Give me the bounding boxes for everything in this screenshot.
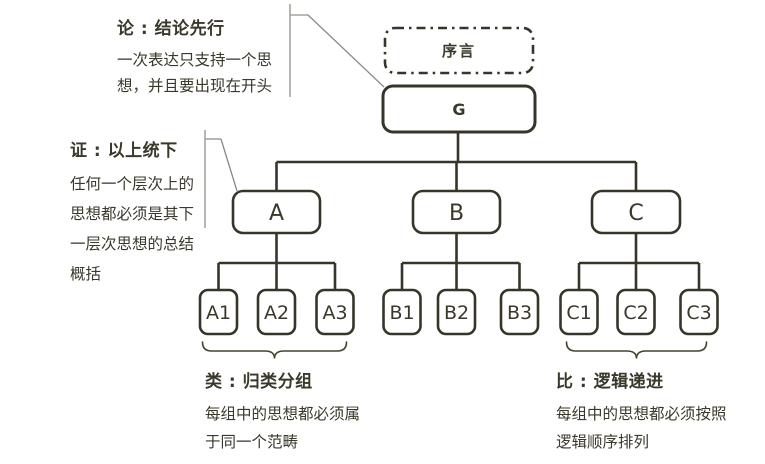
node-c-label: C <box>628 201 643 226</box>
order-title: 比 : 逻辑递进 <box>556 372 664 392</box>
grouping-line: 每组中的思想都必须属 <box>205 405 361 423</box>
node-b3-label: B3 <box>507 302 532 324</box>
node-b1-label: B1 <box>389 302 414 324</box>
support-callout-line <box>204 130 238 228</box>
conclusion-line: 想，并且要出现在开头 <box>117 77 273 95</box>
node-a1: A1 <box>198 288 239 336</box>
support-line: 概括 <box>70 265 102 283</box>
grouping-brace <box>201 341 348 359</box>
support-line: 思想都必须是其下 <box>70 205 195 223</box>
node-c: C <box>590 189 682 235</box>
support-title: 证 : 以上统下 <box>70 141 178 161</box>
preface-node: 序言 <box>383 26 535 75</box>
node-a1-label: A1 <box>206 302 231 324</box>
order-line: 每组中的思想都必须按照 <box>556 405 727 423</box>
node-c3-label: C3 <box>686 302 711 324</box>
node-a2: A2 <box>256 288 297 336</box>
node-c2-label: C2 <box>623 302 648 324</box>
node-c1: C1 <box>559 288 599 336</box>
root-label: G <box>452 100 465 119</box>
order-brace <box>565 341 708 359</box>
node-a2-label: A2 <box>264 302 289 324</box>
order-line: 逻辑顺序排列 <box>556 433 650 451</box>
order-annotation: 比 : 逻辑递进 每组中的思想都必须按照 逻辑顺序排列 <box>556 370 727 456</box>
node-b1: B1 <box>382 288 422 336</box>
grouping-line: 于同一个范畴 <box>205 433 299 451</box>
conclusion-annotation: 论 : 结论先行 一次表达只支持一个思 想，并且要出现在开头 <box>117 17 272 99</box>
support-line: 任何一个层次上的 <box>70 175 195 193</box>
support-annotation: 证 : 以上统下 任何一个层次上的 思想都必须是其下 一层次思想的总结 概括 <box>70 139 194 289</box>
node-c3: C3 <box>679 288 719 336</box>
grouping-annotation: 类 : 归类分组 每组中的思想都必须属 于同一个范畴 <box>205 370 360 456</box>
grouping-title: 类 : 归类分组 <box>205 372 313 392</box>
node-b2-label: B2 <box>444 302 469 324</box>
tree-connectors <box>217 132 701 290</box>
preface-label: 序言 <box>442 42 476 60</box>
support-line: 一层次思想的总结 <box>70 235 195 253</box>
node-c1-label: C1 <box>566 302 591 324</box>
root-node: G <box>381 84 537 134</box>
node-a-label: A <box>269 201 284 226</box>
node-a: A <box>231 189 322 235</box>
node-b-label: B <box>449 201 464 226</box>
node-a3: A3 <box>315 288 355 336</box>
node-c2: C2 <box>616 288 656 336</box>
conclusion-title: 论 : 结论先行 <box>117 19 225 39</box>
node-b2: B2 <box>436 288 477 336</box>
conclusion-callout-line <box>289 4 385 97</box>
node-b: B <box>411 189 502 235</box>
node-a3-label: A3 <box>322 302 347 324</box>
node-b3: B3 <box>499 288 540 336</box>
conclusion-line: 一次表达只支持一个思 <box>117 51 273 69</box>
